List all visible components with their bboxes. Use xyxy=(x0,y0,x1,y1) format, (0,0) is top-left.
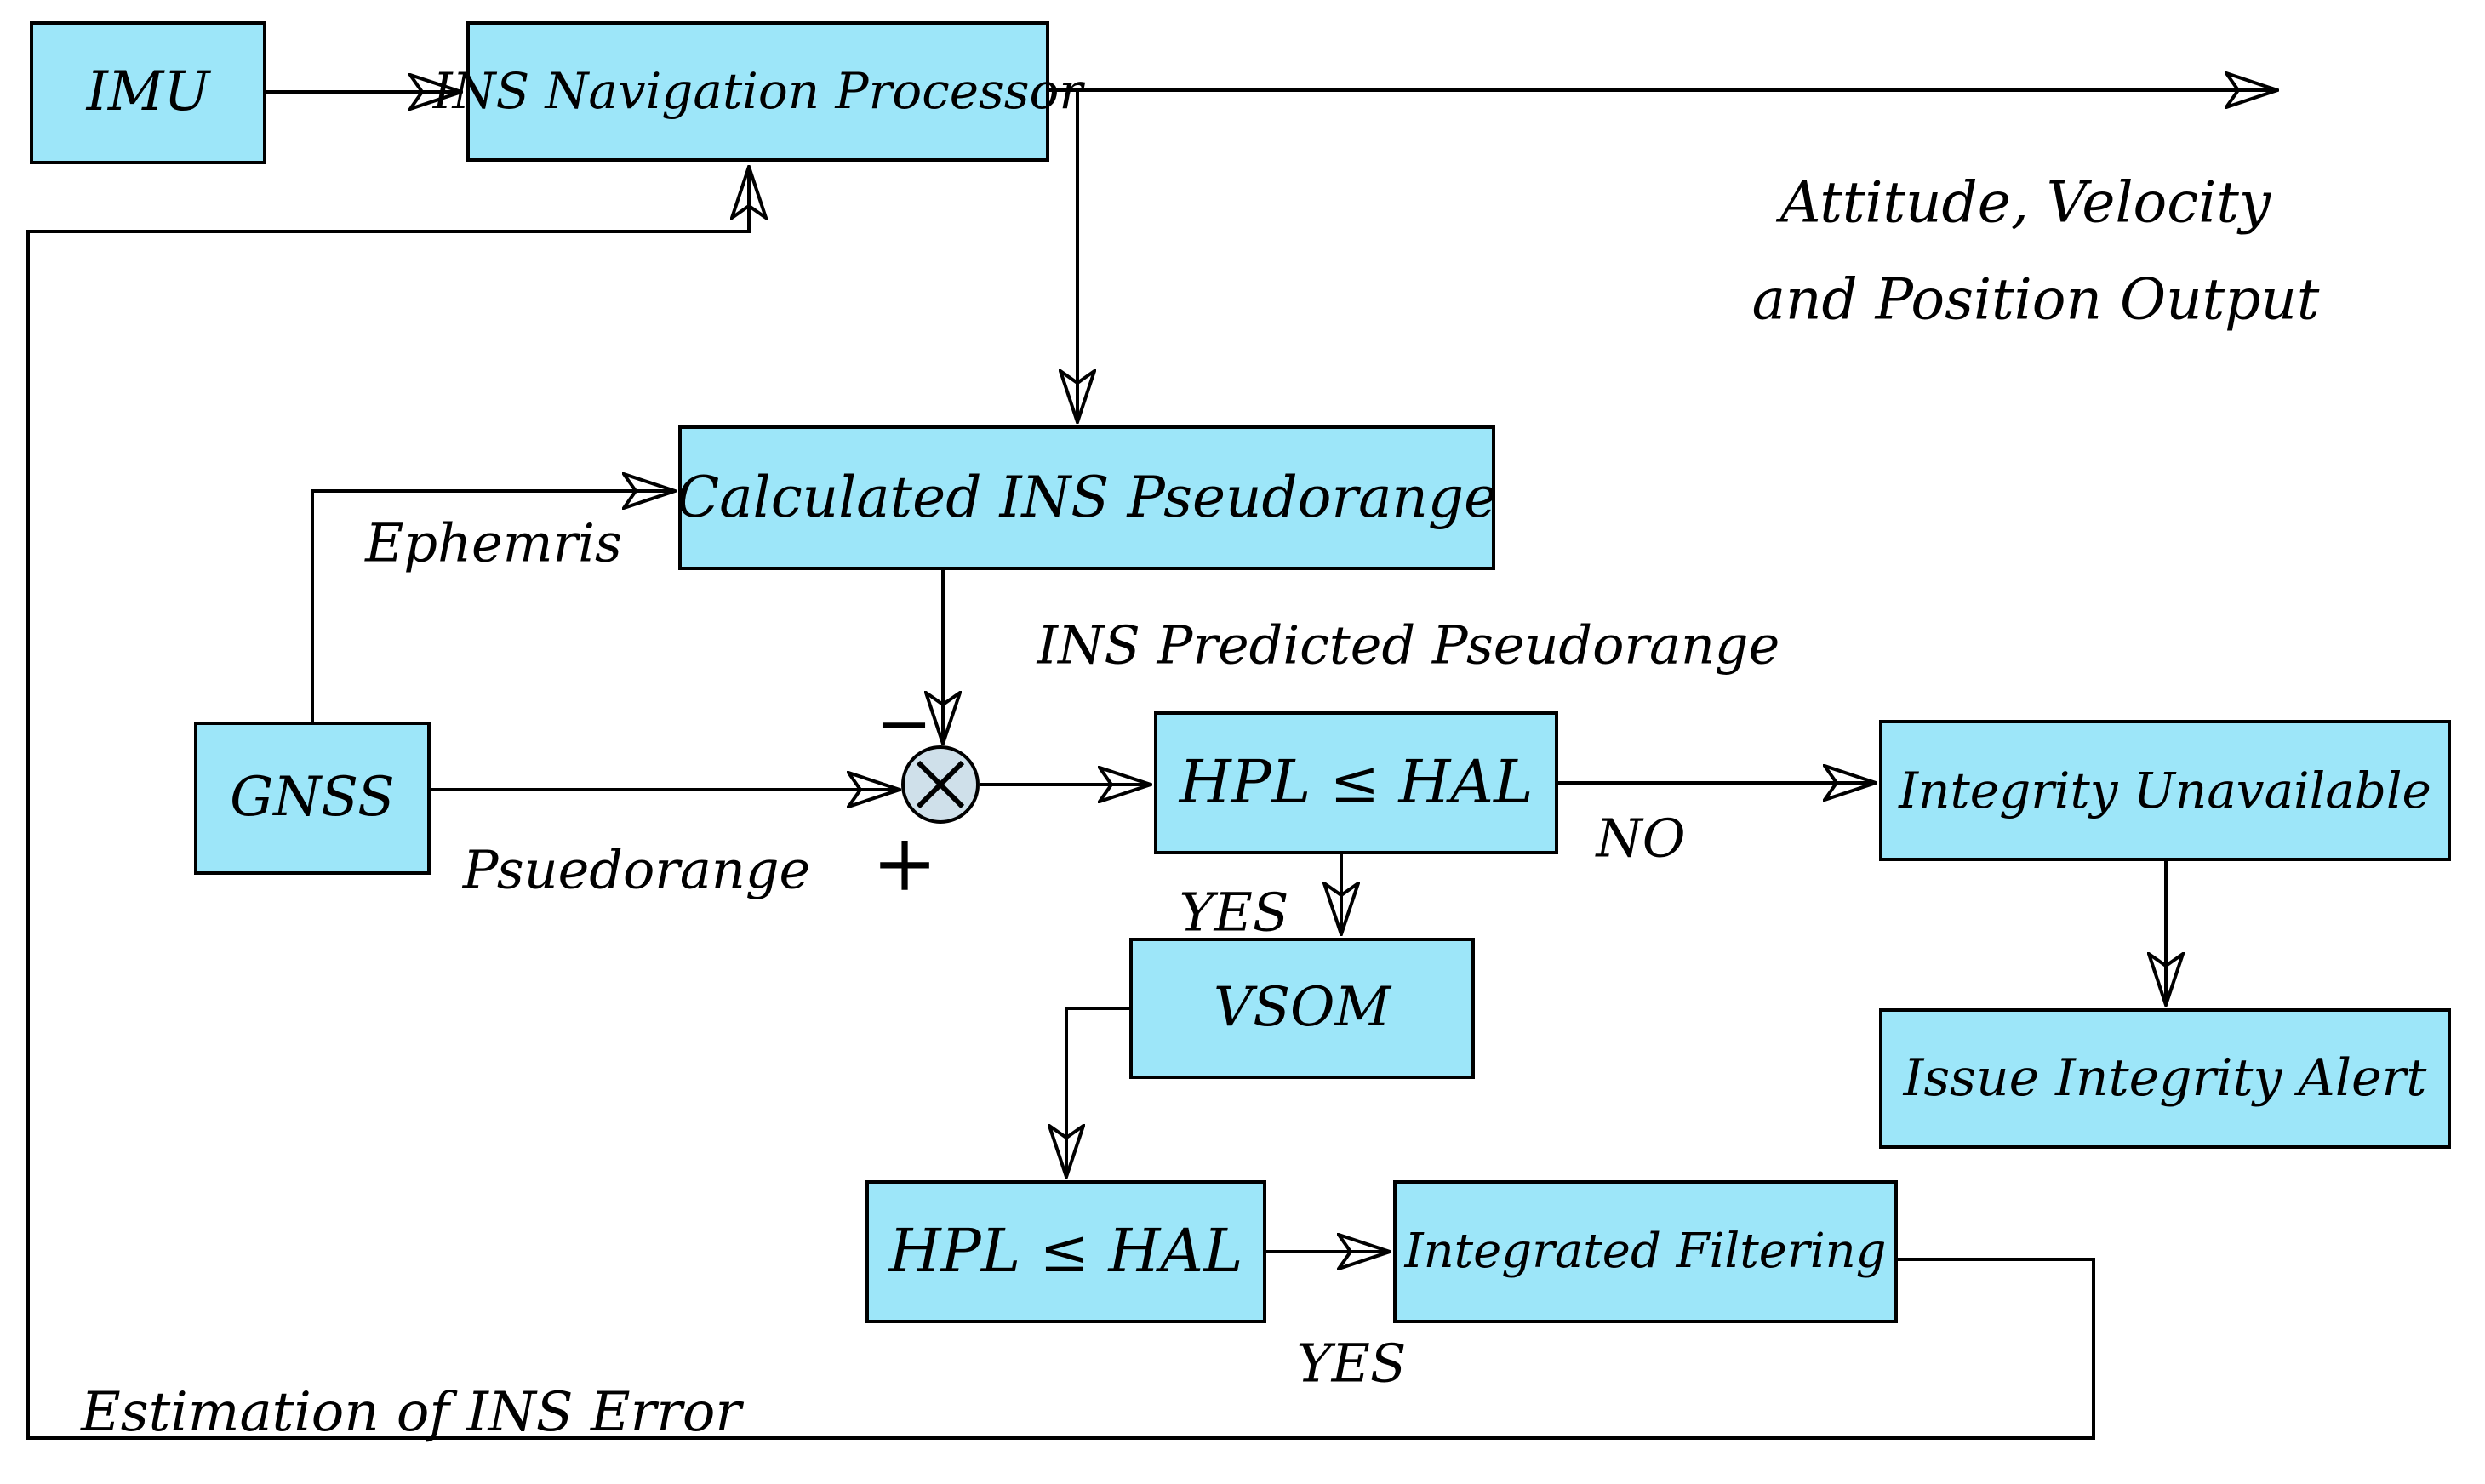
node-integrity-unavailable: Integrity Unavailable xyxy=(1879,720,2451,861)
node-integrated-filtering: Integrated Filtering xyxy=(1393,1180,1898,1323)
node-integrity-unavailable-label: Integrity Unavailable xyxy=(1899,761,2431,819)
node-gnss-label: GNSS xyxy=(230,766,395,830)
node-ins-navigation-processor: INS Navigation Processor xyxy=(433,21,1083,162)
node-imu-label: IMU xyxy=(86,60,210,124)
node-ins-navigation-processor-label: INS Navigation Processor xyxy=(432,62,1083,121)
yes-label-1: YES xyxy=(1179,881,1289,944)
node-vsom: VSOM xyxy=(1129,938,1475,1079)
node-calculated-ins-pseudorange: Calculated INS Pseudorange xyxy=(676,425,1498,570)
ephemris-label: Ephemris xyxy=(365,511,622,574)
output-label-line1: Attitude, Velocity xyxy=(1779,169,2271,236)
edge-gnss-ephemris-to-calc xyxy=(311,491,673,722)
node-issue-integrity-alert-label: Issue Integrity Alert xyxy=(1903,1048,2427,1108)
psuedorange-label: Psuedorange xyxy=(462,838,811,901)
estimation-of-ins-error-label: Estimation of INS Error xyxy=(81,1381,741,1444)
node-issue-integrity-alert: Issue Integrity Alert xyxy=(1879,1008,2451,1149)
output-label-line2: and Position Output xyxy=(1751,266,2320,333)
node-gnss: GNSS xyxy=(194,722,431,875)
ins-predicted-pseudorange-label: INS Predicted Pseudorange xyxy=(1037,614,1780,676)
node-hpl-check-2-label: HPL ≤ HAL xyxy=(888,1216,1243,1287)
minus-sign: − xyxy=(875,683,933,763)
node-hpl-check-2: HPL ≤ HAL xyxy=(865,1180,1266,1323)
edge-feedback-loop xyxy=(26,168,2095,1440)
node-vsom-label: VSOM xyxy=(1213,976,1391,1040)
edge-vsom-to-hpl2 xyxy=(1066,1007,1129,1175)
node-hpl-check-1-label: HPL ≤ HAL xyxy=(1179,747,1534,818)
plus-sign: + xyxy=(871,817,938,909)
summing-junction-icon xyxy=(901,745,980,824)
node-hpl-check-1: HPL ≤ HAL xyxy=(1154,711,1558,854)
no-label: NO xyxy=(1596,807,1686,870)
yes-label-2: YES xyxy=(1296,1332,1407,1395)
node-calculated-ins-pseudorange-label: Calculated INS Pseudorange xyxy=(676,465,1498,531)
node-imu: IMU xyxy=(30,21,266,164)
node-integrated-filtering-label: Integrated Filtering xyxy=(1404,1223,1887,1279)
